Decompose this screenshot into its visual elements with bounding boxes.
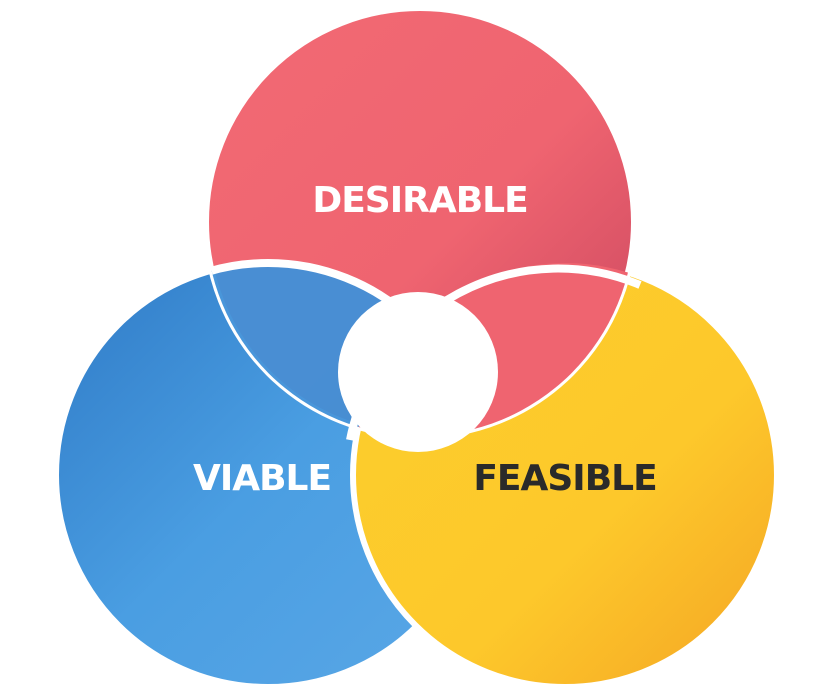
feasible-label: FEASIBLE bbox=[473, 458, 656, 499]
center-region bbox=[338, 292, 498, 452]
viable-label: VIABLE bbox=[193, 458, 331, 499]
desirable-label: DESIRABLE bbox=[312, 180, 527, 221]
feasible-edge-line bbox=[346, 264, 642, 441]
